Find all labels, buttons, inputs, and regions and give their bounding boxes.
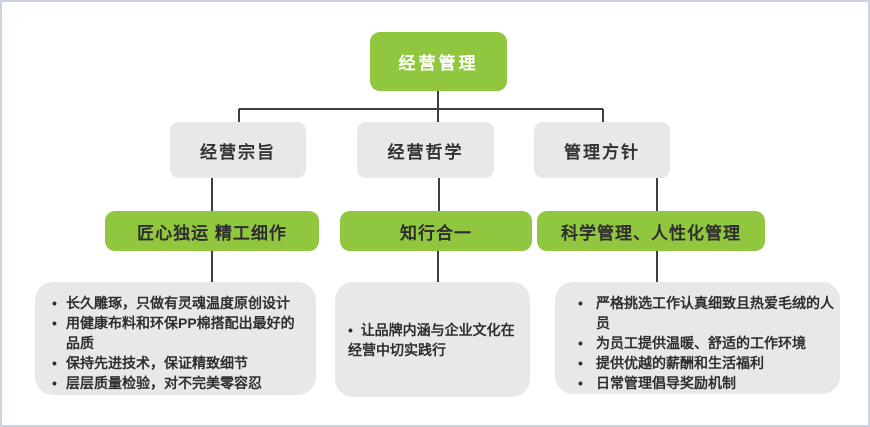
bullet-list: 严格挑选工作认真细致且热爱毛绒的人员 为员工提供温暖、舒适的工作环境 提供优越的… bbox=[575, 293, 834, 393]
detail-node-management-policy: 严格挑选工作认真细致且热爱毛绒的人员 为员工提供温暖、舒适的工作环境 提供优越的… bbox=[555, 282, 840, 394]
category-node-business-philosophy: 经营哲学 bbox=[357, 122, 494, 178]
bullet-item: 用健康布料和环保PP棉搭配出最好的品质 bbox=[51, 313, 308, 353]
category-node-management-policy: 管理方针 bbox=[534, 122, 670, 178]
detail-node-business-purpose: 长久雕琢，只做有灵魂温度原创设计 用健康布料和环保PP棉搭配出最好的品质 保持先… bbox=[35, 282, 316, 395]
slogan-node-scientific-humane-management: 科学管理、人性化管理 bbox=[537, 211, 765, 251]
bullet-item: 让品牌内涵与企业文化在经营中切实践行 bbox=[348, 320, 517, 360]
bullet-item: 层层质量检验，对不完美零容忍 bbox=[51, 373, 308, 393]
root-node-business-management: 经营管理 bbox=[370, 32, 507, 91]
bullet-item: 长久雕琢，只做有灵魂温度原创设计 bbox=[51, 293, 308, 313]
slogan-node-unity-of-knowledge-action: 知行合一 bbox=[340, 211, 532, 251]
bullet-item: 为员工提供温暖、舒适的工作环境 bbox=[575, 333, 834, 353]
bullet-item: 保持先进技术，保证精致细节 bbox=[51, 353, 308, 373]
bullet-item: 提供优越的薪酬和生活福利 bbox=[575, 353, 834, 373]
slogan-node-craftsmanship: 匠心独运 精工细作 bbox=[105, 211, 319, 251]
bullet-item: 日常管理倡导奖励机制 bbox=[575, 373, 834, 393]
bullet-list: 长久雕琢，只做有灵魂温度原创设计 用健康布料和环保PP棉搭配出最好的品质 保持先… bbox=[51, 293, 308, 393]
detail-node-business-philosophy: 让品牌内涵与企业文化在经营中切实践行 bbox=[335, 282, 530, 397]
bullet-item: 严格挑选工作认真细致且热爱毛绒的人员 bbox=[575, 293, 834, 333]
category-node-business-purpose: 经营宗旨 bbox=[170, 122, 306, 178]
